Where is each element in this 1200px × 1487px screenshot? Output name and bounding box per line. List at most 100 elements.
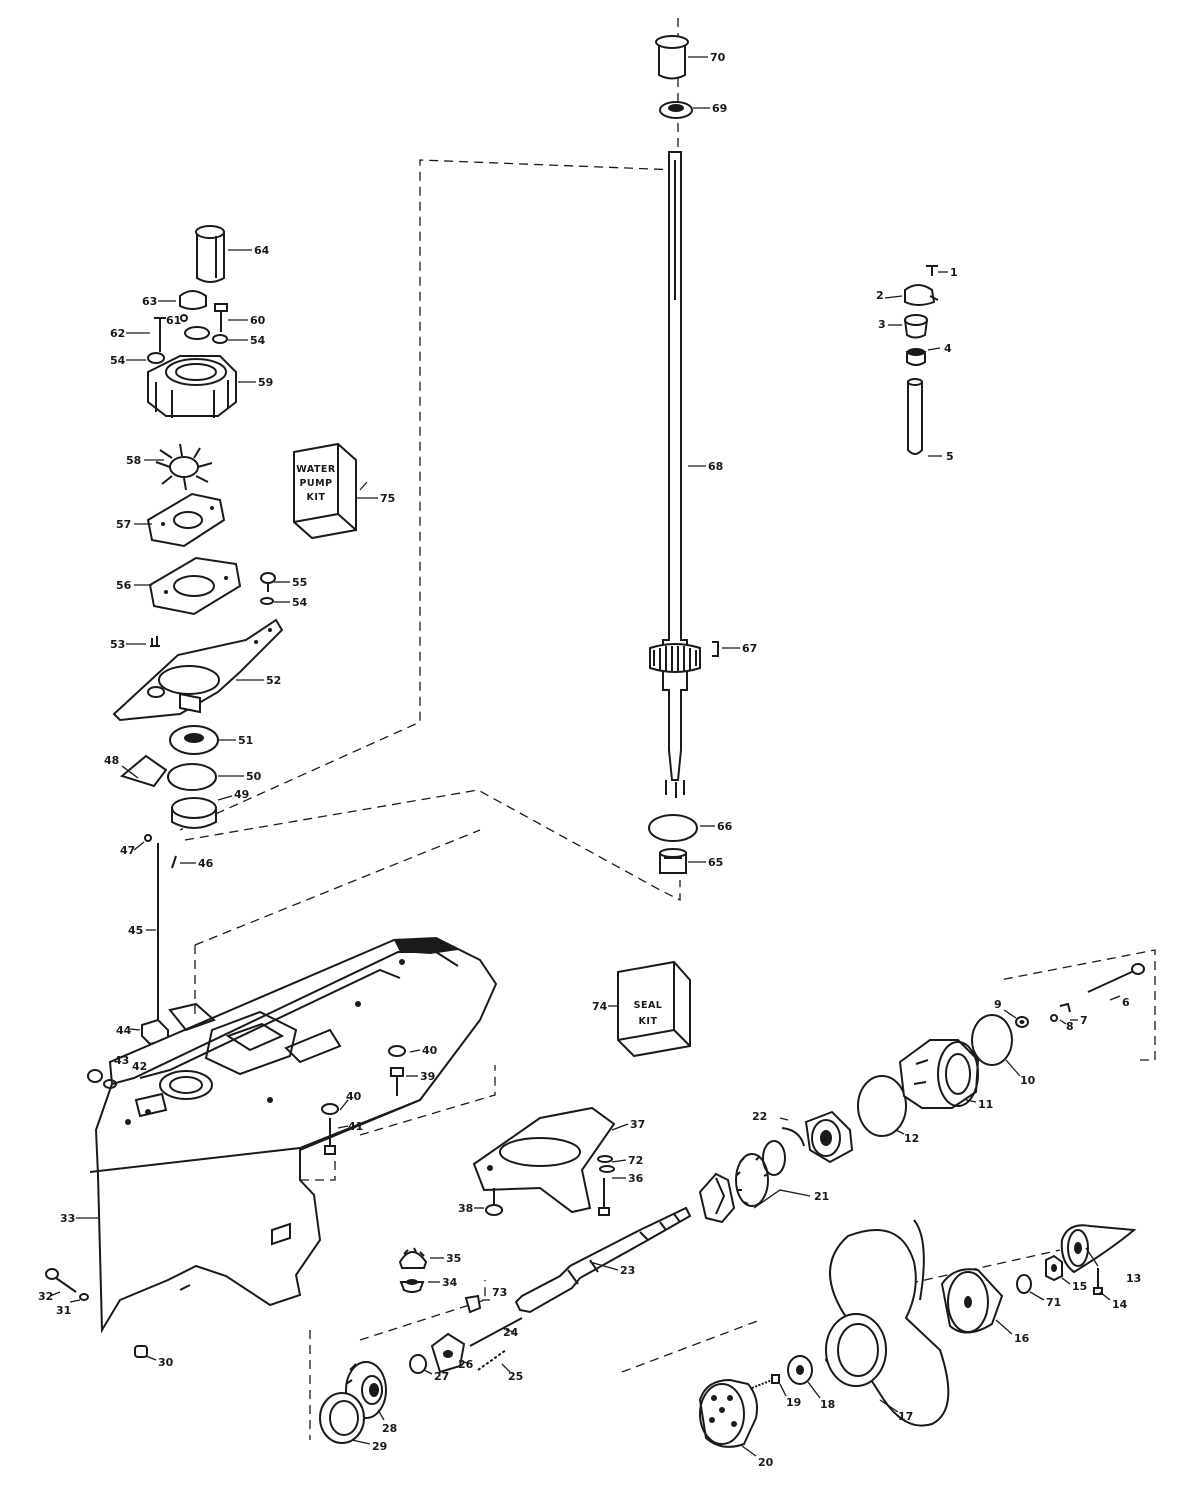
label-46: 46 xyxy=(198,857,214,870)
part-36-screw xyxy=(598,1178,610,1216)
part-18-spacer xyxy=(787,1355,813,1385)
label-12: 12 xyxy=(904,1132,919,1145)
label-13: 13 xyxy=(1126,1272,1141,1285)
label-65: 65 xyxy=(708,856,723,869)
label-42: 42 xyxy=(132,1060,147,1073)
label-19: 19 xyxy=(786,1396,801,1409)
label-2: 2 xyxy=(876,289,884,302)
label-63: 63 xyxy=(142,295,157,308)
label-7: 7 xyxy=(1080,1014,1088,1027)
part-48-seal xyxy=(119,754,168,788)
part-10-o-ring xyxy=(971,1014,1013,1066)
label-34: 34 xyxy=(442,1276,458,1289)
label-71: 71 xyxy=(1046,1296,1061,1309)
part-15-nut xyxy=(1045,1254,1063,1282)
part-6-bolt xyxy=(1087,963,1145,993)
part-gasket-ring xyxy=(184,326,210,340)
label-23: 23 xyxy=(620,1264,635,1277)
part-42-washer xyxy=(103,1079,117,1089)
part-72-washers xyxy=(597,1155,615,1173)
label-38: 38 xyxy=(458,1202,473,1215)
part-27-washer xyxy=(409,1354,427,1374)
label-67: 67 xyxy=(742,642,757,655)
label-16: 16 xyxy=(1014,1332,1030,1345)
label-75: 75 xyxy=(380,492,395,505)
part-22-retaining-ring xyxy=(781,1127,805,1147)
part-54-washer-c xyxy=(260,597,274,605)
part-24-shift-shaft xyxy=(469,1317,523,1347)
part-1-screw xyxy=(926,265,938,276)
label-40b: 40 xyxy=(346,1090,362,1103)
part-13-cone xyxy=(1060,1224,1137,1274)
label-10: 10 xyxy=(1020,1074,1036,1087)
part-63-grommet xyxy=(179,290,207,310)
part-50-o-ring xyxy=(167,763,217,791)
part-67-key xyxy=(712,641,719,657)
label-52: 52 xyxy=(266,674,281,687)
part-56-plate xyxy=(148,556,242,616)
part-64-tube xyxy=(195,225,225,283)
label-21: 21 xyxy=(814,1190,829,1203)
part-41-screw xyxy=(324,1118,336,1155)
part-37-fin xyxy=(472,1106,616,1214)
part-3-bushing xyxy=(903,314,929,339)
water-pump-kit-box: WATER PUMP KIT xyxy=(293,442,357,540)
part-55-screw xyxy=(260,572,276,592)
label-47: 47 xyxy=(120,844,135,857)
label-59: 59 xyxy=(258,376,273,389)
label-48: 48 xyxy=(104,754,119,767)
part-65-bearing xyxy=(659,848,687,874)
label-30: 30 xyxy=(158,1356,174,1369)
part-14-screw xyxy=(1093,1268,1103,1295)
label-18: 18 xyxy=(820,1398,835,1411)
label-70: 70 xyxy=(710,51,726,64)
label-41: 41 xyxy=(348,1120,363,1133)
label-22: 22 xyxy=(752,1110,767,1123)
part-70-bushing xyxy=(655,35,689,80)
part-9-nut xyxy=(1015,1016,1029,1028)
label-28: 28 xyxy=(382,1422,397,1435)
part-51-seal-carrier xyxy=(169,725,219,755)
label-20: 20 xyxy=(758,1456,774,1469)
seal-kit-line-1: SEAL xyxy=(634,1000,663,1011)
part-25-spring xyxy=(477,1349,507,1371)
label-24: 24 xyxy=(503,1326,519,1339)
label-57: 57 xyxy=(116,518,131,531)
label-17: 17 xyxy=(898,1410,913,1423)
part-53-dowel xyxy=(150,636,160,647)
part-43-plug xyxy=(87,1069,103,1083)
label-74: 74 xyxy=(592,1000,608,1013)
part-40-washer-a xyxy=(388,1045,406,1057)
label-31: 31 xyxy=(56,1304,71,1317)
label-61: 61 xyxy=(166,314,181,327)
label-36: 36 xyxy=(628,1172,644,1185)
seal-kit-box: SEAL KIT xyxy=(617,960,691,1058)
part-21-reverse-gear-assembly xyxy=(698,1110,854,1224)
label-62: 62 xyxy=(110,327,125,340)
part-40-washer-b xyxy=(321,1103,339,1115)
label-73: 73 xyxy=(492,1286,507,1299)
part-30-plug xyxy=(134,1345,148,1358)
label-45: 45 xyxy=(128,924,143,937)
water-pump-kit-line-3: KIT xyxy=(307,492,326,503)
label-54c: 54 xyxy=(110,354,126,367)
part-38-screw xyxy=(485,1188,503,1216)
label-55: 55 xyxy=(292,576,307,589)
label-26: 26 xyxy=(458,1358,474,1371)
label-54a: 54 xyxy=(292,596,308,609)
label-32: 32 xyxy=(38,1290,53,1303)
part-29-bearing-cup xyxy=(319,1392,365,1444)
part-61-62-screws xyxy=(154,314,188,352)
label-72: 72 xyxy=(628,1154,643,1167)
part-52-pump-base xyxy=(112,618,284,722)
part-34-bearing xyxy=(399,1279,425,1293)
leader-lines xyxy=(49,56,1121,1457)
part-12-o-ring xyxy=(857,1075,907,1137)
part-66-o-ring xyxy=(648,814,698,842)
part-59-pump-housing xyxy=(147,355,237,418)
label-1: 1 xyxy=(950,266,958,279)
label-25: 25 xyxy=(508,1370,523,1383)
label-27: 27 xyxy=(434,1370,449,1383)
label-35: 35 xyxy=(446,1252,461,1265)
